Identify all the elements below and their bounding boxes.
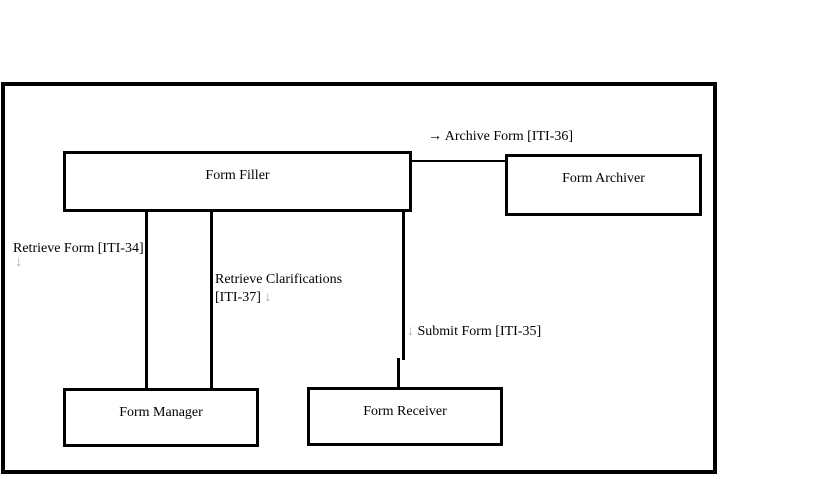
connector-filler-receiver-lower bbox=[397, 358, 400, 388]
connector-filler-manager-right bbox=[210, 212, 213, 388]
actor-label-form-archiver: Form Archiver bbox=[562, 171, 645, 186]
transaction-label-retrieve-clarifications: Retrieve Clarifications [ITI-37] ↓ bbox=[215, 271, 342, 307]
transaction-label-submit-form: ↓ Submit Form [ITI-35] bbox=[407, 323, 541, 341]
actor-box-form-receiver: Form Receiver bbox=[307, 387, 503, 446]
transaction-label-retrieve-form: Retrieve Form [ITI-34] bbox=[13, 240, 144, 258]
connector-filler-manager-left bbox=[145, 212, 148, 388]
actor-label-form-receiver: Form Receiver bbox=[363, 404, 447, 419]
down-arrow-icon: ↓ bbox=[407, 324, 414, 339]
diagram-outer-frame bbox=[1, 82, 717, 474]
right-arrow-icon: → bbox=[428, 129, 442, 144]
transaction-text-submit-form: Submit Form [ITI-35] bbox=[417, 324, 542, 339]
transaction-label-archive-form: → Archive Form [ITI-36] bbox=[428, 128, 573, 146]
actor-box-form-archiver: Form Archiver bbox=[505, 154, 702, 216]
transaction-text-retrieve-clarifications-line1: Retrieve Clarifications bbox=[215, 272, 343, 287]
down-arrow-icon: ↓ bbox=[264, 290, 272, 305]
actor-label-form-filler: Form Filler bbox=[205, 168, 270, 183]
actor-box-form-filler: Form Filler bbox=[63, 151, 412, 212]
transaction-text-retrieve-clarifications-line2: [ITI-37] bbox=[215, 290, 261, 305]
connector-filler-receiver-upper bbox=[402, 212, 405, 360]
transaction-text-archive-form: Archive Form [ITI-36] bbox=[444, 129, 574, 144]
connector-filler-archiver bbox=[412, 160, 505, 162]
down-arrow-icon: ↓ bbox=[15, 254, 23, 270]
actor-label-form-manager: Form Manager bbox=[119, 405, 203, 420]
actor-box-form-manager: Form Manager bbox=[63, 388, 259, 447]
transaction-text-retrieve-form: Retrieve Form [ITI-34] bbox=[13, 241, 144, 256]
